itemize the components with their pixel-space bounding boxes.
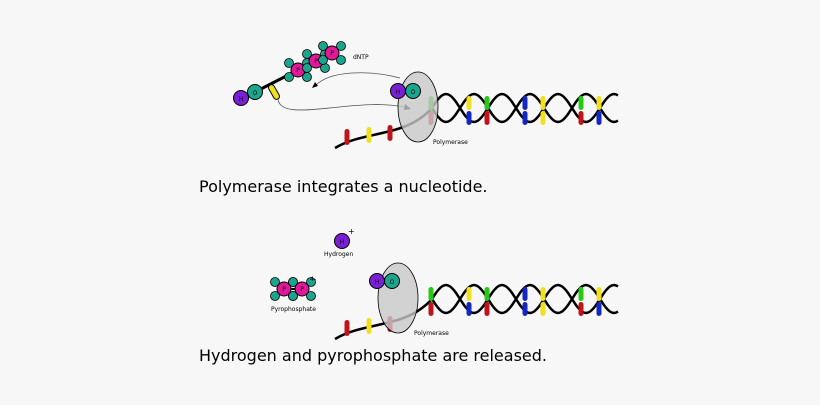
- base-bottom: [540, 302, 546, 316]
- base-top: [428, 287, 434, 301]
- dntp-label: dNTP: [353, 54, 369, 61]
- base-top: [578, 96, 584, 110]
- svg-text:H: H: [396, 89, 401, 96]
- oxygen-atom: [306, 277, 316, 287]
- base-top: [466, 287, 472, 301]
- oxygen-atom: [336, 41, 346, 51]
- svg-text:P: P: [330, 50, 334, 57]
- released-hydrogen-atom: H: [334, 233, 350, 249]
- svg-text:P: P: [300, 286, 304, 293]
- svg-text:O: O: [253, 90, 258, 97]
- oxygen-atom: [270, 277, 280, 287]
- oxygen-atom: [288, 291, 298, 301]
- svg-text:H: H: [375, 279, 380, 286]
- base-bottom: [466, 302, 472, 316]
- dntp-hydrogen-atom: H: [233, 90, 249, 106]
- svg-text:P: P: [314, 58, 318, 65]
- pyrophosphate-label: Pyrophosphate: [271, 306, 316, 313]
- base-bottom: [522, 302, 528, 316]
- base-bottom: [484, 111, 490, 125]
- svg-text:H: H: [340, 239, 345, 246]
- oxygen-atom: [284, 58, 294, 68]
- template-base: [344, 129, 350, 145]
- hydrogen-charge: +: [348, 227, 355, 236]
- base-top: [466, 96, 472, 110]
- base-bottom: [578, 111, 584, 125]
- oxygen-atom: [288, 277, 298, 287]
- base-bottom: [578, 302, 584, 316]
- template-base: [366, 127, 372, 143]
- oxygen-atom: [302, 49, 312, 59]
- svg-text:O: O: [390, 279, 395, 286]
- phosphorus-atom: [276, 281, 292, 297]
- dntp-molecule: H O P P P dNTP: [233, 41, 369, 106]
- svg-text:H: H: [239, 96, 244, 103]
- base-top: [522, 287, 528, 301]
- oxygen-atom: O: [384, 273, 400, 289]
- base-top: [540, 287, 546, 301]
- incoming-hydrogen-atom: H: [390, 83, 406, 99]
- caption-step-1: Polymerase integrates a nucleotide.: [199, 177, 488, 196]
- dna-helix: [334, 283, 619, 341]
- arrow-to-polymerase: [277, 98, 409, 111]
- caption-step-2: Hydrogen and pyrophosphate are released.: [199, 346, 547, 365]
- template-base: [366, 318, 372, 334]
- arrow-to-dntp: [314, 72, 401, 87]
- oxygen-atom: [306, 291, 316, 301]
- oxygen-atom: [302, 63, 312, 73]
- oxygen-atom: [270, 291, 280, 301]
- polymerase-enzyme: [377, 262, 419, 334]
- base-top: [540, 96, 546, 110]
- base-top: [596, 96, 602, 110]
- dntp-oxygen-atom: O: [247, 84, 263, 100]
- incoming-oxygen-atom: O: [405, 83, 421, 99]
- dntp-base: [268, 84, 280, 100]
- base-top: [484, 96, 490, 110]
- polymerase-label: Polymerase: [414, 330, 449, 337]
- panel-nucleotide-integration: H O P P P dNTP H: [233, 41, 619, 150]
- oxygen-atom: [318, 41, 328, 51]
- base-bottom: [596, 111, 602, 125]
- base-bottom: [466, 111, 472, 125]
- dna-helix: [334, 92, 619, 150]
- svg-text:P: P: [282, 286, 286, 293]
- base-top: [578, 287, 584, 301]
- base-bottom: [428, 302, 434, 316]
- base-bottom: [540, 111, 546, 125]
- dntp-phosphate-3: P: [318, 41, 346, 65]
- hydrogen-label: Hydrogen: [324, 251, 353, 258]
- polymerase-label: Polymerase: [433, 139, 468, 146]
- base-top: [596, 287, 602, 301]
- oxygen-atom: [318, 55, 328, 65]
- base-top: [484, 287, 490, 301]
- base-bottom: [596, 302, 602, 316]
- pyrophosphate-molecule: P P: [270, 277, 316, 301]
- template-base: [387, 125, 393, 141]
- template-base: [344, 320, 350, 336]
- pyrophosphate-phosphate-2: P: [288, 277, 316, 301]
- base-top: [522, 96, 528, 110]
- svg-text:P: P: [296, 67, 300, 74]
- panel-release: H + Hydrogen P P 4- Pyrophosphate H O Po…: [270, 227, 619, 341]
- oxygen-atom: [284, 72, 294, 82]
- base-bottom: [484, 302, 490, 316]
- base-bottom: [522, 111, 528, 125]
- polymerase-enzyme: [397, 71, 439, 143]
- hydrogen-atom: H: [369, 273, 385, 289]
- oxygen-atom: [336, 55, 346, 65]
- pyrophosphate-charge: 4-: [310, 276, 316, 283]
- phosphorus-atom: [294, 281, 310, 297]
- phosphorus-atom: [324, 45, 340, 61]
- arrow-head-to-dntp: [312, 82, 318, 88]
- svg-text:O: O: [411, 89, 416, 96]
